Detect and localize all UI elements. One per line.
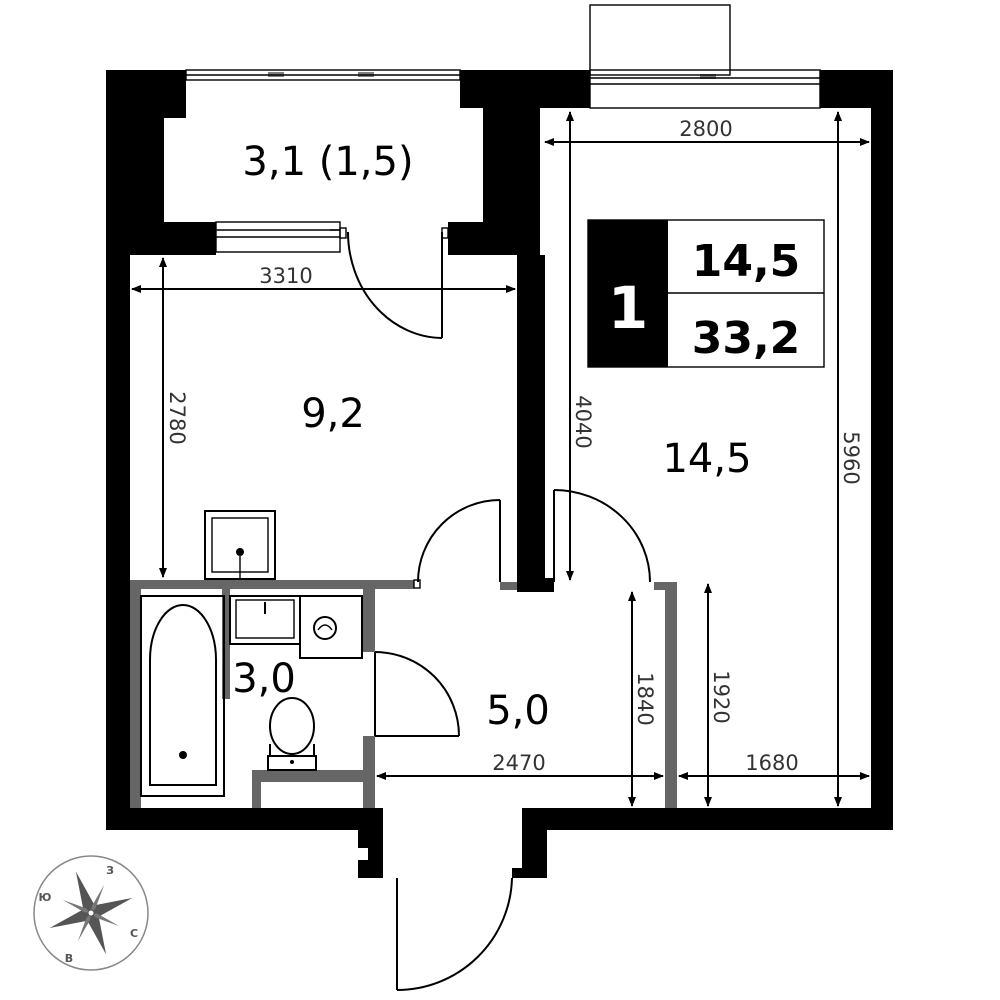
dimension-labels: 2800 3310 2780 4040 5960 1840 1920 2470 … <box>165 117 863 775</box>
room-kitchen-area: 9,2 <box>301 391 365 437</box>
compass-west: В <box>65 952 73 965</box>
washing-machine-icon <box>299 595 363 659</box>
area-badge: 1 14,5 33,2 <box>587 219 825 368</box>
dim-hall-width: 2470 <box>492 751 545 775</box>
compass-east: С <box>130 927 138 940</box>
kitchen-sink-icon <box>204 510 276 580</box>
room-bathroom-area: 3,0 <box>232 656 296 702</box>
badge-living-area: 14,5 <box>692 236 801 287</box>
room-hall-area: 5,0 <box>486 688 550 734</box>
room-balcony-area: 3,1 (1,5) <box>242 139 413 185</box>
dim-kitchen-depth: 2780 <box>165 391 189 444</box>
compass-south: Ю <box>39 891 52 904</box>
rooms-count: 1 <box>608 274 648 342</box>
compass-icon: З Ю С В <box>33 855 149 971</box>
bathtub-icon <box>140 595 225 797</box>
toilet-icon <box>267 697 317 771</box>
dim-hall-depth: 1840 <box>633 672 657 725</box>
fixtures <box>140 510 363 797</box>
dim-living-depth-partial: 4040 <box>571 395 595 448</box>
bathroom-sink-icon <box>229 595 301 645</box>
dim-living-depth: 5960 <box>839 431 863 484</box>
room-labels: 3,1 (1,5) 9,2 14,5 3,0 5,0 <box>232 139 751 734</box>
partitions <box>130 580 677 808</box>
dim-living-width: 2800 <box>679 117 732 141</box>
dim-living-lower-width: 1680 <box>745 751 798 775</box>
windows <box>185 4 821 253</box>
room-living-area: 14,5 <box>662 436 751 482</box>
dimension-lines <box>131 111 870 807</box>
dim-living-lower-depth: 1920 <box>709 670 733 723</box>
exterior-walls <box>106 70 893 878</box>
dim-kitchen-width: 3310 <box>259 264 312 288</box>
compass-north: З <box>106 864 114 877</box>
badge-total-area: 33,2 <box>692 313 801 364</box>
